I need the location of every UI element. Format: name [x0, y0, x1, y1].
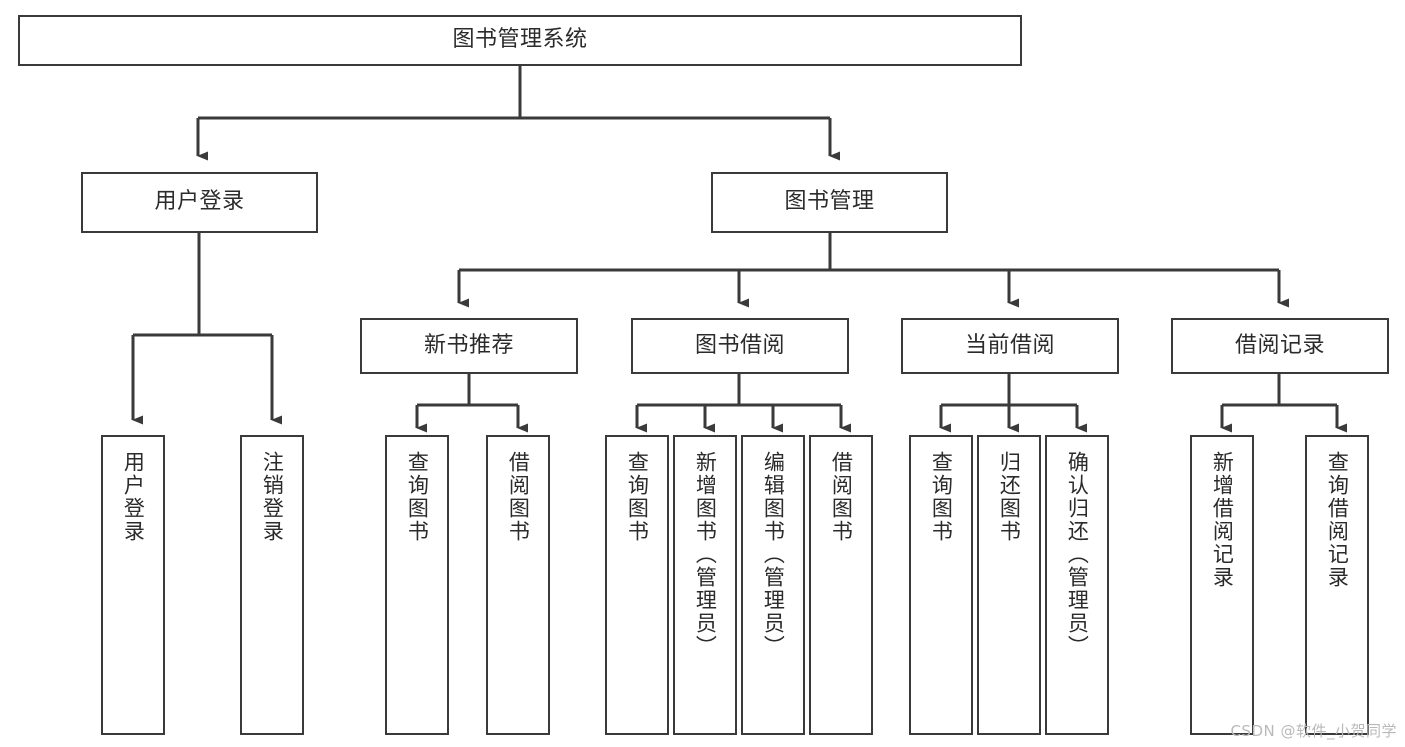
- node-leaf-add-record-label: 新增借阅记录: [1210, 451, 1235, 589]
- node-borrow-record[interactable]: 借阅记录: [1171, 318, 1389, 374]
- node-leaf-add-book-label: 新增图书（管理员）: [693, 451, 718, 658]
- node-leaf-query-record[interactable]: 查询借阅记录: [1305, 435, 1369, 735]
- node-leaf-add-record[interactable]: 新增借阅记录: [1190, 435, 1254, 735]
- node-leaf-edit-book-label: 编辑图书（管理员）: [761, 451, 786, 658]
- node-leaf-user-login[interactable]: 用户登录: [101, 435, 165, 735]
- node-leaf-query-record-label: 查询借阅记录: [1325, 451, 1350, 589]
- node-leaf-edit-book[interactable]: 编辑图书（管理员）: [741, 435, 805, 735]
- node-root-system[interactable]: 图书管理系统: [18, 15, 1022, 66]
- node-borrow-record-label: 借阅记录: [1234, 332, 1325, 358]
- node-root-system-label: 图书管理系统: [452, 27, 588, 53]
- node-leaf-query-book-2-label: 查询图书: [625, 451, 650, 543]
- node-leaf-query-book-1-label: 查询图书: [405, 451, 430, 543]
- node-leaf-return-book-label: 归还图书: [997, 451, 1022, 543]
- node-leaf-logout-login[interactable]: 注销登录: [240, 435, 304, 735]
- node-user-login-label: 用户登录: [154, 189, 245, 215]
- csdn-watermark: CSDN @软件_小贺同学: [1230, 722, 1397, 740]
- node-user-login[interactable]: 用户登录: [81, 172, 318, 233]
- node-new-book-recommend-label: 新书推荐: [423, 332, 514, 358]
- node-leaf-borrow-book-1-label: 借阅图书: [506, 451, 531, 543]
- node-leaf-query-book-1[interactable]: 查询图书: [385, 435, 449, 735]
- node-leaf-user-login-label: 用户登录: [121, 451, 146, 543]
- node-leaf-confirm-return-label: 确认归还（管理员）: [1065, 451, 1090, 658]
- node-leaf-query-book-2[interactable]: 查询图书: [605, 435, 669, 735]
- node-leaf-borrow-book-2[interactable]: 借阅图书: [809, 435, 873, 735]
- node-new-book-recommend[interactable]: 新书推荐: [360, 318, 578, 374]
- node-leaf-query-book-3[interactable]: 查询图书: [909, 435, 973, 735]
- node-book-manage[interactable]: 图书管理: [711, 172, 948, 233]
- node-leaf-query-book-3-label: 查询图书: [929, 451, 954, 543]
- node-leaf-add-book[interactable]: 新增图书（管理员）: [673, 435, 737, 735]
- node-leaf-borrow-book-2-label: 借阅图书: [829, 451, 854, 543]
- node-leaf-logout-login-label: 注销登录: [260, 451, 285, 543]
- node-current-borrow-label: 当前借阅: [964, 332, 1055, 358]
- node-book-borrow[interactable]: 图书借阅: [631, 318, 849, 374]
- node-leaf-borrow-book-1[interactable]: 借阅图书: [486, 435, 550, 735]
- node-book-borrow-label: 图书借阅: [694, 332, 785, 358]
- node-leaf-return-book[interactable]: 归还图书: [977, 435, 1041, 735]
- node-book-manage-label: 图书管理: [784, 189, 875, 215]
- node-leaf-confirm-return[interactable]: 确认归还（管理员）: [1045, 435, 1109, 735]
- node-current-borrow[interactable]: 当前借阅: [901, 318, 1119, 374]
